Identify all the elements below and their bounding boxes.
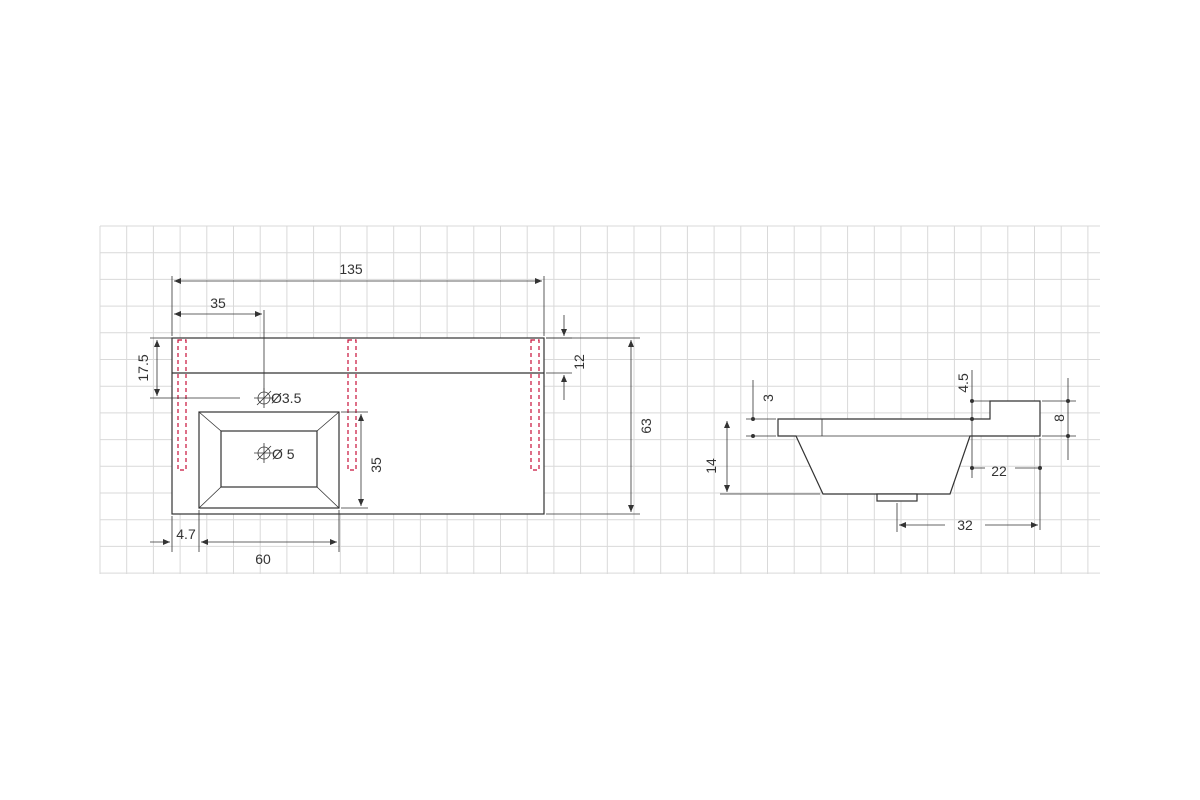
dim-overall-depth-label: 63 — [638, 418, 654, 434]
dim-offset-left-label: 35 — [210, 295, 226, 311]
basin-outer — [198, 411, 340, 509]
dim-notch-height-label: 4.5 — [955, 373, 971, 393]
basin-corner-line — [198, 411, 222, 432]
side-drain-stub — [876, 493, 918, 502]
dim-strip-depth-label: 12 — [571, 354, 587, 370]
basin-inner — [220, 430, 318, 488]
dim-overall-width-label: 135 — [339, 261, 363, 277]
plan-view: Ø3.5 Ø 5 135 35 17.5 12 63 — [135, 261, 654, 567]
dim-depth-left-label: 17.5 — [135, 354, 151, 381]
drain-hole-symbol — [254, 443, 274, 463]
basin-corner-line — [316, 411, 340, 432]
basin-corner-line — [198, 486, 222, 509]
side-view: 3 14 4.5 8 22 32 — [703, 370, 1076, 533]
countertop-outline — [171, 337, 545, 515]
hidden-leg — [177, 339, 187, 471]
dim-edge-margin-label: 4.7 — [176, 526, 196, 542]
dim-back-offset-label: 22 — [991, 463, 1007, 479]
hidden-leg — [347, 339, 357, 471]
dim-bowl-depth-label: 14 — [703, 458, 719, 474]
side-profile — [777, 400, 1041, 495]
basin-corner-line — [316, 486, 340, 509]
dim-back-height-label: 8 — [1051, 414, 1067, 422]
drain-hole-label: Ø 5 — [272, 446, 295, 462]
hidden-leg — [530, 339, 540, 471]
dim-drain-offset-label: 32 — [957, 517, 973, 533]
dim-top-thickness-label: 3 — [760, 394, 776, 402]
dim-basin-depth-label: 35 — [368, 457, 384, 473]
dim-basin-width-label: 60 — [255, 551, 271, 567]
tap-hole-label: Ø3.5 — [271, 390, 302, 406]
